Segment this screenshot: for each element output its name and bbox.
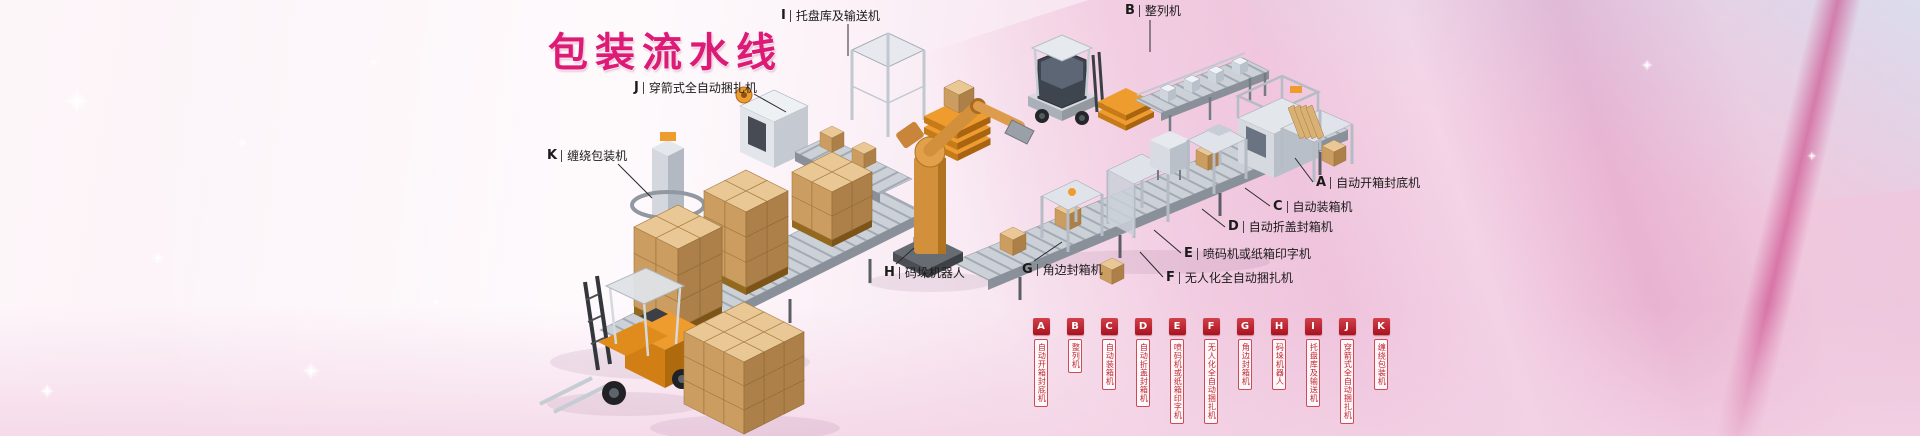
equipment-legend: A 自动开箱封底机 B 整列机 C 自动装箱机 D 自动折盖封箱机 E 喷码机或… [1032, 318, 1390, 424]
legend-label: 自动折盖封箱机 [1135, 339, 1151, 407]
callout-letter: D [1228, 219, 1239, 234]
legend-label: 无人化全自动捆扎机 [1203, 339, 1219, 424]
callout-letter: H [884, 265, 895, 280]
legend-label: 喷码机或纸箱印字机 [1169, 339, 1185, 424]
legend-key: C [1100, 318, 1118, 335]
callout-letter: B [1125, 3, 1135, 18]
callout-label: 码垛机器人 [898, 266, 965, 279]
callout-label: 整列机 [1138, 4, 1181, 17]
callout-e: E 喷码机或纸箱印字机 [1184, 247, 1311, 260]
legend-item-e: E 喷码机或纸箱印字机 [1168, 318, 1186, 424]
legend-label: 码垛机器人 [1271, 339, 1287, 390]
legend-item-c: C 自动装箱机 [1100, 318, 1118, 424]
legend-item-f: F 无人化全自动捆扎机 [1202, 318, 1220, 424]
page-title: 包装流水线 [548, 30, 783, 76]
legend-item-d: D 自动折盖封箱机 [1134, 318, 1152, 424]
callout-label: 穿箭式全自动捆扎机 [642, 81, 757, 94]
legend-item-h: H 码垛机器人 [1270, 318, 1288, 424]
callout-g: G 角边封箱机 [1022, 263, 1103, 276]
legend-key: K [1372, 318, 1390, 335]
callout-letter: I [781, 8, 786, 23]
callout-a: A 自动开箱封底机 [1316, 176, 1420, 189]
legend-key: D [1134, 318, 1152, 335]
legend-item-b: B 整列机 [1066, 318, 1084, 424]
callout-label: 自动折盖封箱机 [1242, 220, 1333, 233]
callout-label: 喷码机或纸箱印字机 [1196, 247, 1311, 260]
callout-letter: K [547, 148, 558, 163]
legend-label: 整列机 [1067, 339, 1083, 373]
callout-label: 自动装箱机 [1286, 200, 1353, 213]
leader-line-k [617, 163, 653, 199]
callout-h: H 码垛机器人 [884, 266, 965, 279]
legend-item-k: K 缠绕包装机 [1372, 318, 1390, 424]
printing-machine [1150, 131, 1190, 180]
callout-letter: F [1166, 270, 1175, 285]
legend-label: 角边封箱机 [1237, 339, 1253, 390]
legend-key: G [1236, 318, 1254, 335]
callout-j: J 穿箭式全自动捆扎机 [634, 81, 757, 94]
legend-key: J [1338, 318, 1356, 335]
legend-key: I [1304, 318, 1322, 335]
leader-line-c [1244, 187, 1271, 207]
legend-label: 自动开箱封底机 [1033, 339, 1049, 407]
callout-b: B 整列机 [1125, 4, 1181, 17]
legend-label: 缠绕包装机 [1373, 339, 1389, 390]
legend-key: B [1066, 318, 1084, 335]
legend-key: A [1032, 318, 1050, 335]
legend-item-i: I 托盘库及输送机 [1304, 318, 1322, 424]
legend-key: F [1202, 318, 1220, 335]
legend-label: 自动装箱机 [1101, 339, 1117, 390]
callout-letter: C [1273, 199, 1283, 214]
legend-key: H [1270, 318, 1288, 335]
callout-c: C 自动装箱机 [1273, 200, 1353, 213]
callout-label: 角边封箱机 [1036, 263, 1103, 276]
callout-d: D 自动折盖封箱机 [1228, 220, 1333, 233]
callout-letter: A [1316, 175, 1327, 190]
legend-label: 托盘库及输送机 [1305, 339, 1321, 407]
callout-i: I 托盘库及输送机 [781, 9, 880, 22]
callout-letter: G [1022, 262, 1033, 277]
callout-letter: E [1184, 246, 1193, 261]
callout-label: 托盘库及输送机 [789, 9, 880, 22]
callout-letter: J [634, 80, 639, 95]
forklift-left-icon [539, 267, 705, 414]
leader-line-e [1153, 229, 1182, 254]
callout-label: 缠绕包装机 [561, 149, 627, 162]
callout-k: K 缠绕包装机 [547, 149, 627, 162]
callout-f: F 无人化全自动捆扎机 [1166, 271, 1293, 284]
callout-label: 无人化全自动捆扎机 [1178, 271, 1293, 284]
legend-item-g: G 角边封箱机 [1236, 318, 1254, 424]
legend-label: 穿箭式全自动捆扎机 [1339, 339, 1355, 424]
legend-item-a: A 自动开箱封底机 [1032, 318, 1050, 424]
leader-line-d [1201, 208, 1226, 228]
legend-key: E [1168, 318, 1186, 335]
legend-item-j: J 穿箭式全自动捆扎机 [1338, 318, 1356, 424]
forklift-small-icon [1028, 34, 1154, 131]
callout-label: 自动开箱封底机 [1330, 176, 1420, 189]
flap-sealing-machine [1186, 124, 1248, 194]
